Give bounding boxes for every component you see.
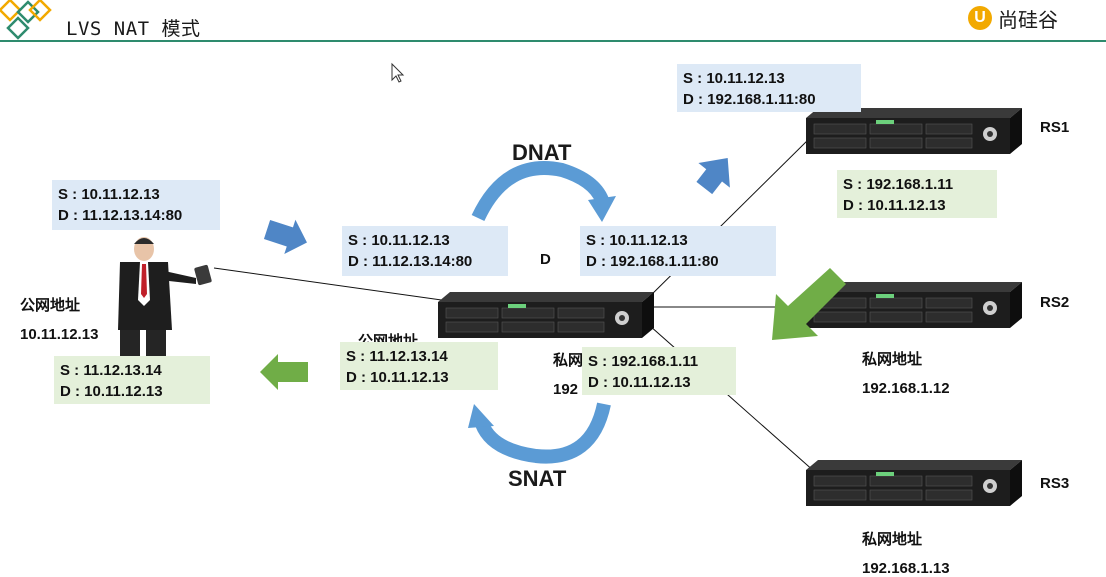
rs3-ip: 192.168.1.13 — [862, 560, 950, 577]
packet-source: S : 192.168.1.11 — [588, 353, 699, 370]
packet-source: S : 10.11.12.13 — [586, 232, 688, 249]
rs1-server — [805, 107, 1023, 155]
client-person-icon — [118, 237, 212, 356]
packet-destination: D : 11.12.13.14:80 — [348, 253, 473, 270]
rs3-address-label: 私网地址 — [862, 531, 923, 548]
packet-destination: D : 192.168.1.11:80 — [586, 253, 719, 270]
client-address-label: 公网地址 — [20, 297, 81, 314]
arrow-rs-to-lb — [772, 268, 846, 340]
packet-lb-after-snat: S : 11.12.13.14 D : 10.11.12.13 — [340, 342, 498, 390]
packet-rs1-in: S : 10.11.12.13 D : 192.168.1.11:80 — [677, 64, 861, 112]
client-lb-link — [213, 267, 471, 305]
arrow-client-to-lb — [263, 219, 307, 255]
packet-lb-in: S : 10.11.12.13 D : 11.12.13.14:80 — [342, 226, 508, 276]
packet-destination: D : 10.11.12.13 — [588, 374, 691, 391]
packet-source: S : 192.168.1.11 — [843, 176, 954, 193]
rs3-name: RS3 — [1040, 475, 1070, 492]
packet-rs1-reply: S : 192.168.1.11 D : 10.11.12.13 — [837, 170, 997, 218]
packet-destination: D : 10.11.12.13 — [60, 383, 163, 400]
dnat-label: DNAT — [512, 140, 572, 165]
rs1-name: RS1 — [1040, 119, 1070, 136]
lb-rs1-link — [639, 135, 813, 307]
packet-source: S : 10.11.12.13 — [58, 186, 160, 203]
rs2-address-label: 私网地址 — [862, 351, 923, 368]
rs2-ip: 192.168.1.12 — [862, 380, 950, 397]
brand-mark-icon: U — [968, 6, 992, 30]
packet-source: S : 10.11.12.13 — [348, 232, 450, 249]
packet-client-in: S : 11.12.13.14 D : 10.11.12.13 — [54, 356, 210, 404]
packet-source: S : 11.12.13.14 — [60, 362, 162, 379]
page-title: LVS NAT 模式 — [66, 18, 201, 40]
packet-destination: D : 10.11.12.13 — [843, 197, 946, 214]
load-balancer-server — [437, 291, 655, 339]
packet-lb-after-dnat: S : 10.11.12.13 D : 192.168.1.11:80 — [580, 226, 776, 276]
d-marker: D — [540, 251, 551, 268]
packet-client-out: S : 10.11.12.13 D : 11.12.13.14:80 — [52, 180, 220, 230]
packet-source: S : 11.12.13.14 — [346, 348, 448, 365]
lb-private-label: 私网 — [553, 352, 584, 369]
brand-logo: U 尚硅谷 — [968, 4, 1058, 32]
dnat-arc — [471, 161, 609, 222]
packet-destination: D : 11.12.13.14:80 — [58, 207, 183, 224]
packet-destination: D : 10.11.12.13 — [346, 369, 449, 386]
packet-lb-reply-in: S : 192.168.1.11 D : 10.11.12.13 — [582, 347, 736, 395]
packet-destination: D : 192.168.1.11:80 — [683, 91, 816, 108]
client-ip: 10.11.12.13 — [20, 326, 99, 343]
snat-label: SNAT — [508, 466, 567, 491]
arrow-lb-to-rs1 — [696, 158, 730, 195]
logo-diamond-icon — [0, 0, 52, 45]
arrow-lb-to-client — [260, 354, 308, 390]
lb-private-ip: 192 — [553, 381, 579, 398]
header-divider — [0, 40, 1106, 42]
rs3-server — [805, 459, 1023, 507]
mouse-cursor-icon — [391, 62, 405, 83]
rs2-name: RS2 — [1040, 294, 1070, 311]
packet-source: S : 10.11.12.13 — [683, 70, 785, 87]
snat-arc — [475, 402, 611, 464]
lb-rs3-link — [631, 309, 825, 481]
brand-name: 尚硅谷 — [998, 7, 1058, 32]
